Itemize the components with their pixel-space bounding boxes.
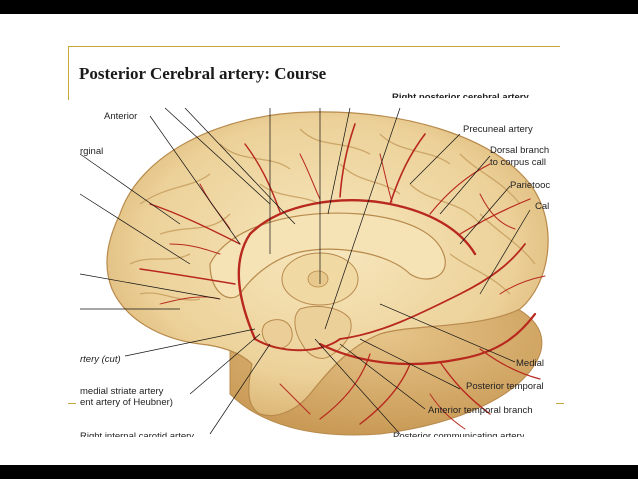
label-posterior-temporal: Posterior temporal xyxy=(466,381,544,392)
footer-accent-left xyxy=(68,403,76,404)
slide: Posterior Cerebral artery: Course xyxy=(0,14,638,465)
label-posterior-communicating: Posterior communicating artery xyxy=(393,431,525,437)
title-accent-vertical xyxy=(68,46,69,100)
arteries xyxy=(139,123,546,430)
label-medial-striate-2: ent artery of Heubner) xyxy=(80,397,173,408)
label-medial: Medial xyxy=(516,358,544,369)
label-precuneal: Precuneal artery xyxy=(463,124,533,135)
slide-title: Posterior Cerebral artery: Course xyxy=(79,64,327,83)
label-dorsal-2: to corpus call xyxy=(490,157,546,168)
label-marginal: rginal xyxy=(80,146,104,157)
title-accent-horizontal xyxy=(68,46,560,47)
leader-lines xyxy=(80,107,531,435)
gyri-folds xyxy=(129,128,536,301)
label-anterior-temporal: Anterior temporal branch xyxy=(428,405,533,416)
label-top-cut: Right posterior cerebral artery xyxy=(392,92,529,98)
label-dorsal-1: Dorsal branch xyxy=(490,145,550,156)
label-calcarine: Cal xyxy=(535,201,550,212)
label-parietooccipital: Parietooc xyxy=(510,180,551,191)
brain-svg xyxy=(80,107,549,436)
brain-illustration xyxy=(80,94,560,438)
label-bottom-left-cut: Right internal carotid artery xyxy=(80,431,195,437)
footer-accent-right xyxy=(556,403,564,404)
label-medial-striate-1: medial striate artery xyxy=(80,386,164,397)
label-anterior: Anterior xyxy=(104,111,138,122)
label-artery-cut: rtery (cut) xyxy=(80,354,121,365)
